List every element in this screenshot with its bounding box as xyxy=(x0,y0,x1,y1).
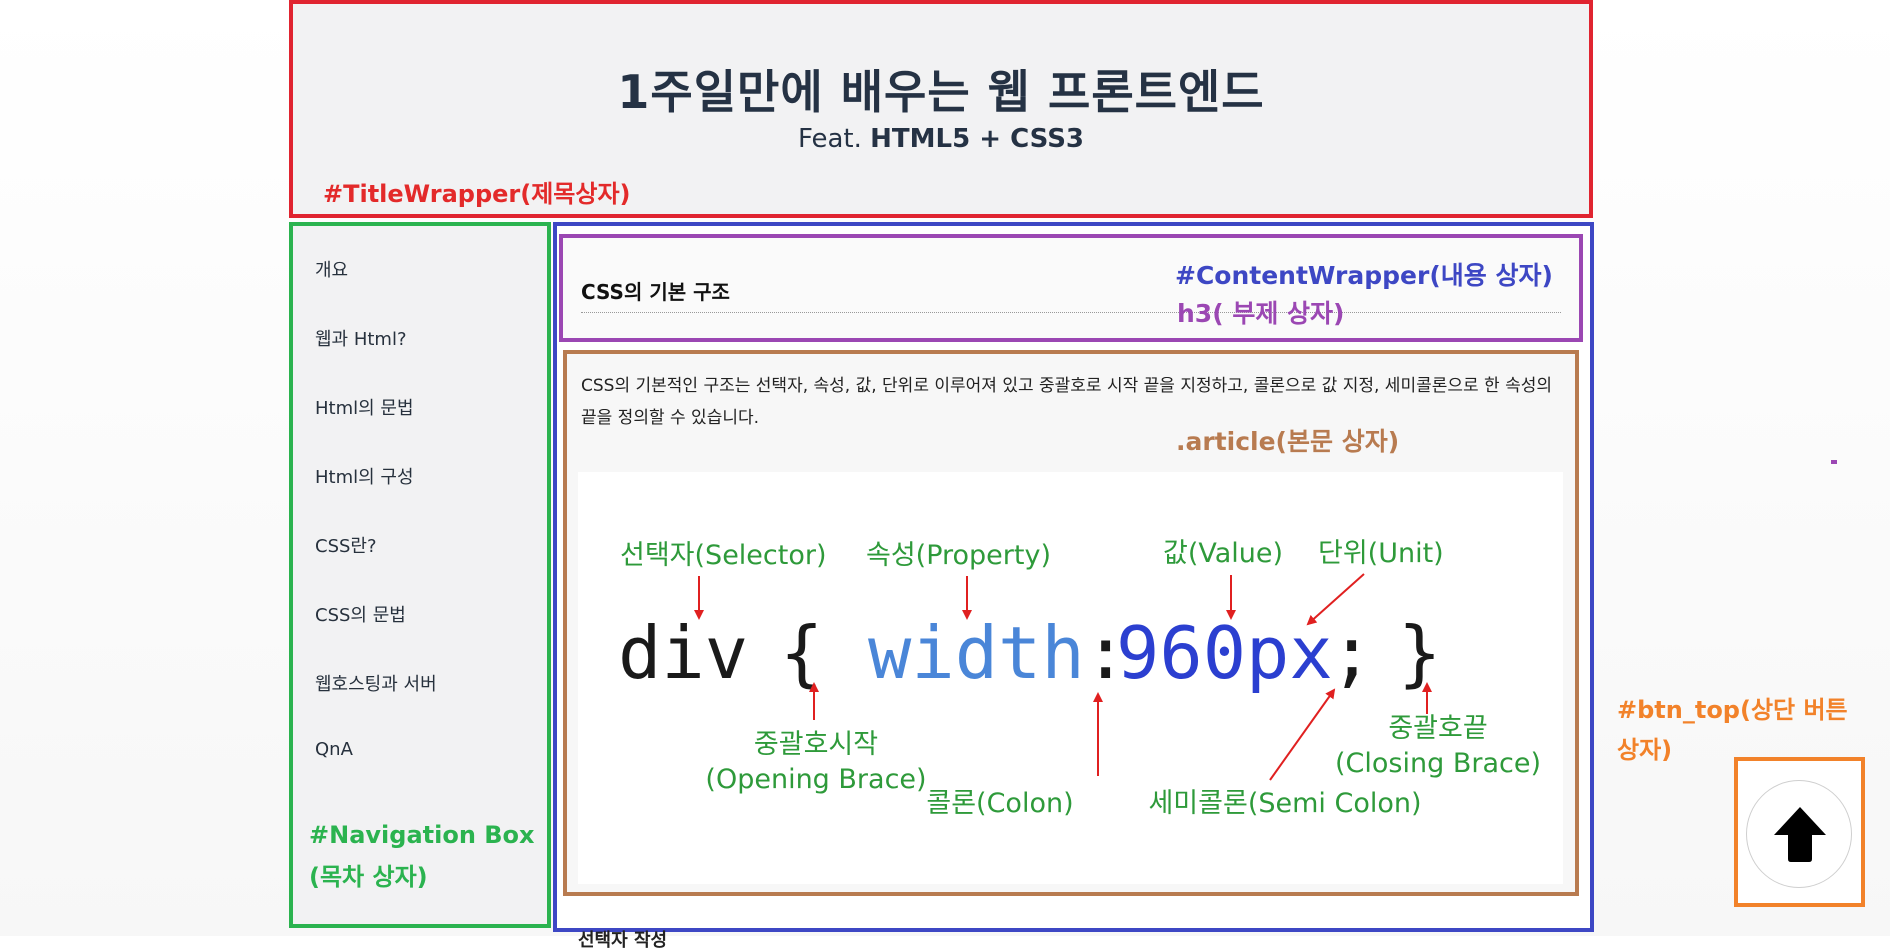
btn-top-label-line2: 상자) xyxy=(1617,736,1673,764)
nav-item-css-syntax[interactable]: CSS의 문법 xyxy=(315,605,406,626)
title-wrapper: 1주일만에 배우는 웹 프론트엔드 Feat. HTML5 + CSS3 #Ti… xyxy=(289,0,1593,218)
label-opening-brace-en: (Opening Brace) xyxy=(705,764,926,795)
heading-divider xyxy=(581,312,1561,313)
code-unit: px xyxy=(1246,611,1333,695)
h3-box-label: h3( 부제 상자) xyxy=(1177,299,1345,328)
navigation-box: 개요 웹과 Html? Html의 문법 Html의 구성 CSS란? CSS의… xyxy=(289,222,551,928)
label-selector: 선택자(Selector) xyxy=(620,540,827,571)
nav-list: 개요 웹과 Html? Html의 문법 Html의 구성 CSS란? CSS의… xyxy=(315,256,437,808)
navigation-label-line1: #Navigation Box xyxy=(309,821,535,849)
btn-top-label-line1: #btn_top(상단 버튼 xyxy=(1617,696,1848,724)
label-unit: 단위(Unit) xyxy=(1318,538,1444,569)
decorative-dot xyxy=(1831,460,1837,464)
label-semicolon: 세미콜론(Semi Colon) xyxy=(1148,788,1421,819)
subtitle-bold: HTML5 + CSS3 xyxy=(870,124,1085,154)
page-title: 1주일만에 배우는 웹 프론트엔드 xyxy=(617,65,1265,119)
nav-item-web-and-html[interactable]: 웹과 Html? xyxy=(315,329,407,350)
code-close-brace: } xyxy=(1398,611,1441,695)
nav-item-what-is-css[interactable]: CSS란? xyxy=(315,536,377,557)
article-label: .article(본문 상자) xyxy=(1176,427,1400,456)
label-property: 속성(Property) xyxy=(866,540,1051,571)
css-diagram-svg: 선택자(Selector) 속성(Property) 값(Value) 단위(U… xyxy=(618,538,1541,819)
next-section-heading: 선택자 작성 xyxy=(578,930,668,951)
page-subtitle: Feat. HTML5 + CSS3 xyxy=(293,124,1589,154)
scroll-to-top-button[interactable] xyxy=(1746,780,1852,888)
label-closing-brace-en: (Closing Brace) xyxy=(1335,748,1541,779)
code-selector: div xyxy=(618,611,748,695)
label-colon: 콜론(Colon) xyxy=(926,788,1073,819)
navigation-label-line2: (목차 상자) xyxy=(309,863,428,891)
label-opening-brace-ko: 중괄호시작 xyxy=(754,729,878,760)
subtitle-prefix: Feat. xyxy=(797,124,871,154)
nav-item-qna[interactable]: QnA xyxy=(315,739,353,760)
h3-subtitle-box: CSS의 기본 구조 xyxy=(559,234,1583,342)
arrow-up-icon xyxy=(1774,807,1826,862)
code-semicolon: ; xyxy=(1330,611,1373,695)
nav-item-html-syntax[interactable]: Html의 문법 xyxy=(315,398,414,419)
code-colon: : xyxy=(1084,611,1127,695)
navigation-box-label: #Navigation Box (목차 상자) xyxy=(309,814,535,898)
article-paragraph: CSS의 기본적인 구조는 선택자, 속성, 값, 단위로 이루어져 있고 중괄… xyxy=(581,376,1553,428)
content-wrapper-label: #ContentWrapper(내용 상자) xyxy=(1175,261,1553,290)
nav-item-hosting-server[interactable]: 웹호스팅과 서버 xyxy=(315,674,437,695)
arrow-unit xyxy=(1306,573,1365,626)
section-heading: CSS의 기본 구조 xyxy=(581,280,730,304)
nav-item-overview[interactable]: 개요 xyxy=(315,260,349,281)
nav-item-html-structure[interactable]: Html의 구성 xyxy=(315,467,414,488)
label-value: 값(Value) xyxy=(1163,538,1283,569)
title-wrapper-label: #TitleWrapper(제목상자) xyxy=(323,180,631,208)
btn-top-label: #btn_top(상단 버튼 상자) xyxy=(1617,690,1848,770)
arrow-semicolon xyxy=(1269,688,1336,781)
code-line: div { width : 960 px ; } xyxy=(618,611,1441,695)
label-closing-brace-ko: 중괄호끝 xyxy=(1388,713,1487,744)
css-structure-diagram: 선택자(Selector) 속성(Property) 값(Value) 단위(U… xyxy=(578,472,1563,884)
code-property: width xyxy=(868,611,1085,695)
code-value: 960 xyxy=(1116,611,1246,695)
code-open-brace: { xyxy=(780,611,823,695)
